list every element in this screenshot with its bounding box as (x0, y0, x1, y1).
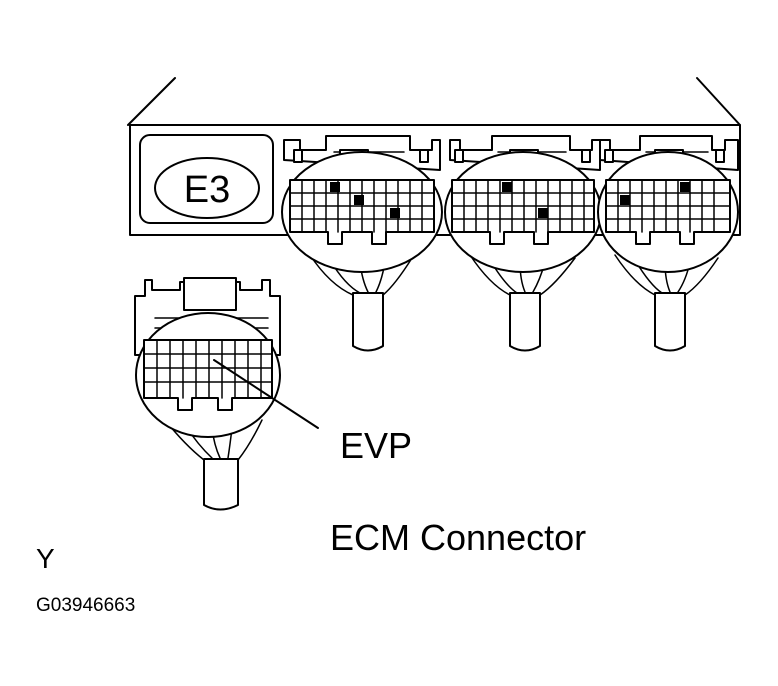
evp-leader-line (213, 359, 319, 429)
corner-letter: Y (36, 543, 55, 574)
ecm-connector-3 (597, 135, 739, 273)
ecm-code-label: E3 (184, 169, 230, 211)
ecm-wire-harness-2 (469, 254, 576, 352)
figure-id: G03946663 (36, 595, 135, 616)
ecm-wire-harness-1 (309, 254, 413, 352)
ecm-code-badge (154, 157, 260, 219)
ecm-connector-1 (281, 135, 443, 273)
ecm-connector-2 (444, 135, 602, 273)
ecm-wire-harness-3 (614, 254, 719, 352)
diagram-title: ECM Connector (330, 517, 586, 558)
mating-connector (134, 277, 281, 511)
evp-pin-label: EVP (340, 425, 412, 466)
